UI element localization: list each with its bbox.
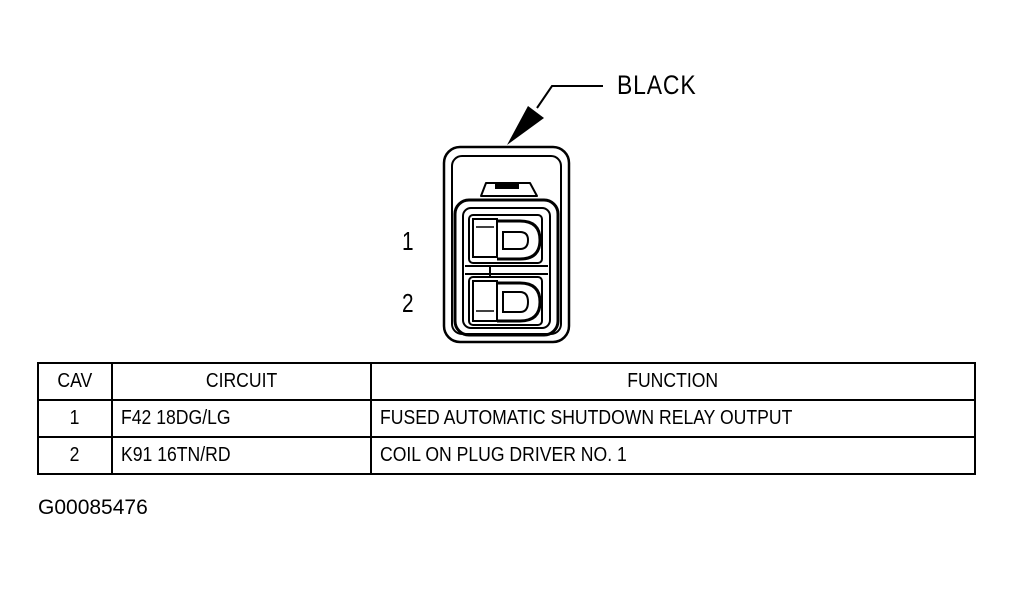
- connector-body: [442, 145, 571, 344]
- table-row: 1 F42 18DG/LG FUSED AUTOMATIC SHUTDOWN R…: [37, 399, 976, 438]
- cavity-separator: [465, 265, 548, 276]
- leader-line: [536, 85, 603, 109]
- cell-circuit: K91 16TN/RD: [111, 436, 372, 475]
- cavity-1: [468, 214, 543, 264]
- table-header-row: CAV CIRCUIT FUNCTION: [37, 362, 976, 401]
- connector-color-label: BLACK: [617, 70, 697, 100]
- cell-cav: 1: [37, 399, 113, 438]
- cell-function: FUSED AUTOMATIC SHUTDOWN RELAY OUTPUT: [370, 399, 976, 438]
- cell-cav: 2: [37, 436, 113, 475]
- header-circuit: CIRCUIT: [111, 362, 372, 401]
- header-cav: CAV: [37, 362, 113, 401]
- cell-function: COIL ON PLUG DRIVER NO. 1: [370, 436, 976, 475]
- pin-2-label: 2: [402, 288, 414, 318]
- figure-id: G00085476: [38, 496, 148, 519]
- table-row: 2 K91 16TN/RD COIL ON PLUG DRIVER NO. 1: [37, 436, 976, 475]
- arrow-head: [507, 106, 544, 145]
- cavity-2: [468, 276, 543, 326]
- cavity-table: CAV CIRCUIT FUNCTION 1 F42 18DG/LG FUSED…: [37, 362, 976, 475]
- pin-1-label: 1: [402, 226, 414, 256]
- cell-circuit: F42 18DG/LG: [111, 399, 372, 438]
- header-function: FUNCTION: [370, 362, 976, 401]
